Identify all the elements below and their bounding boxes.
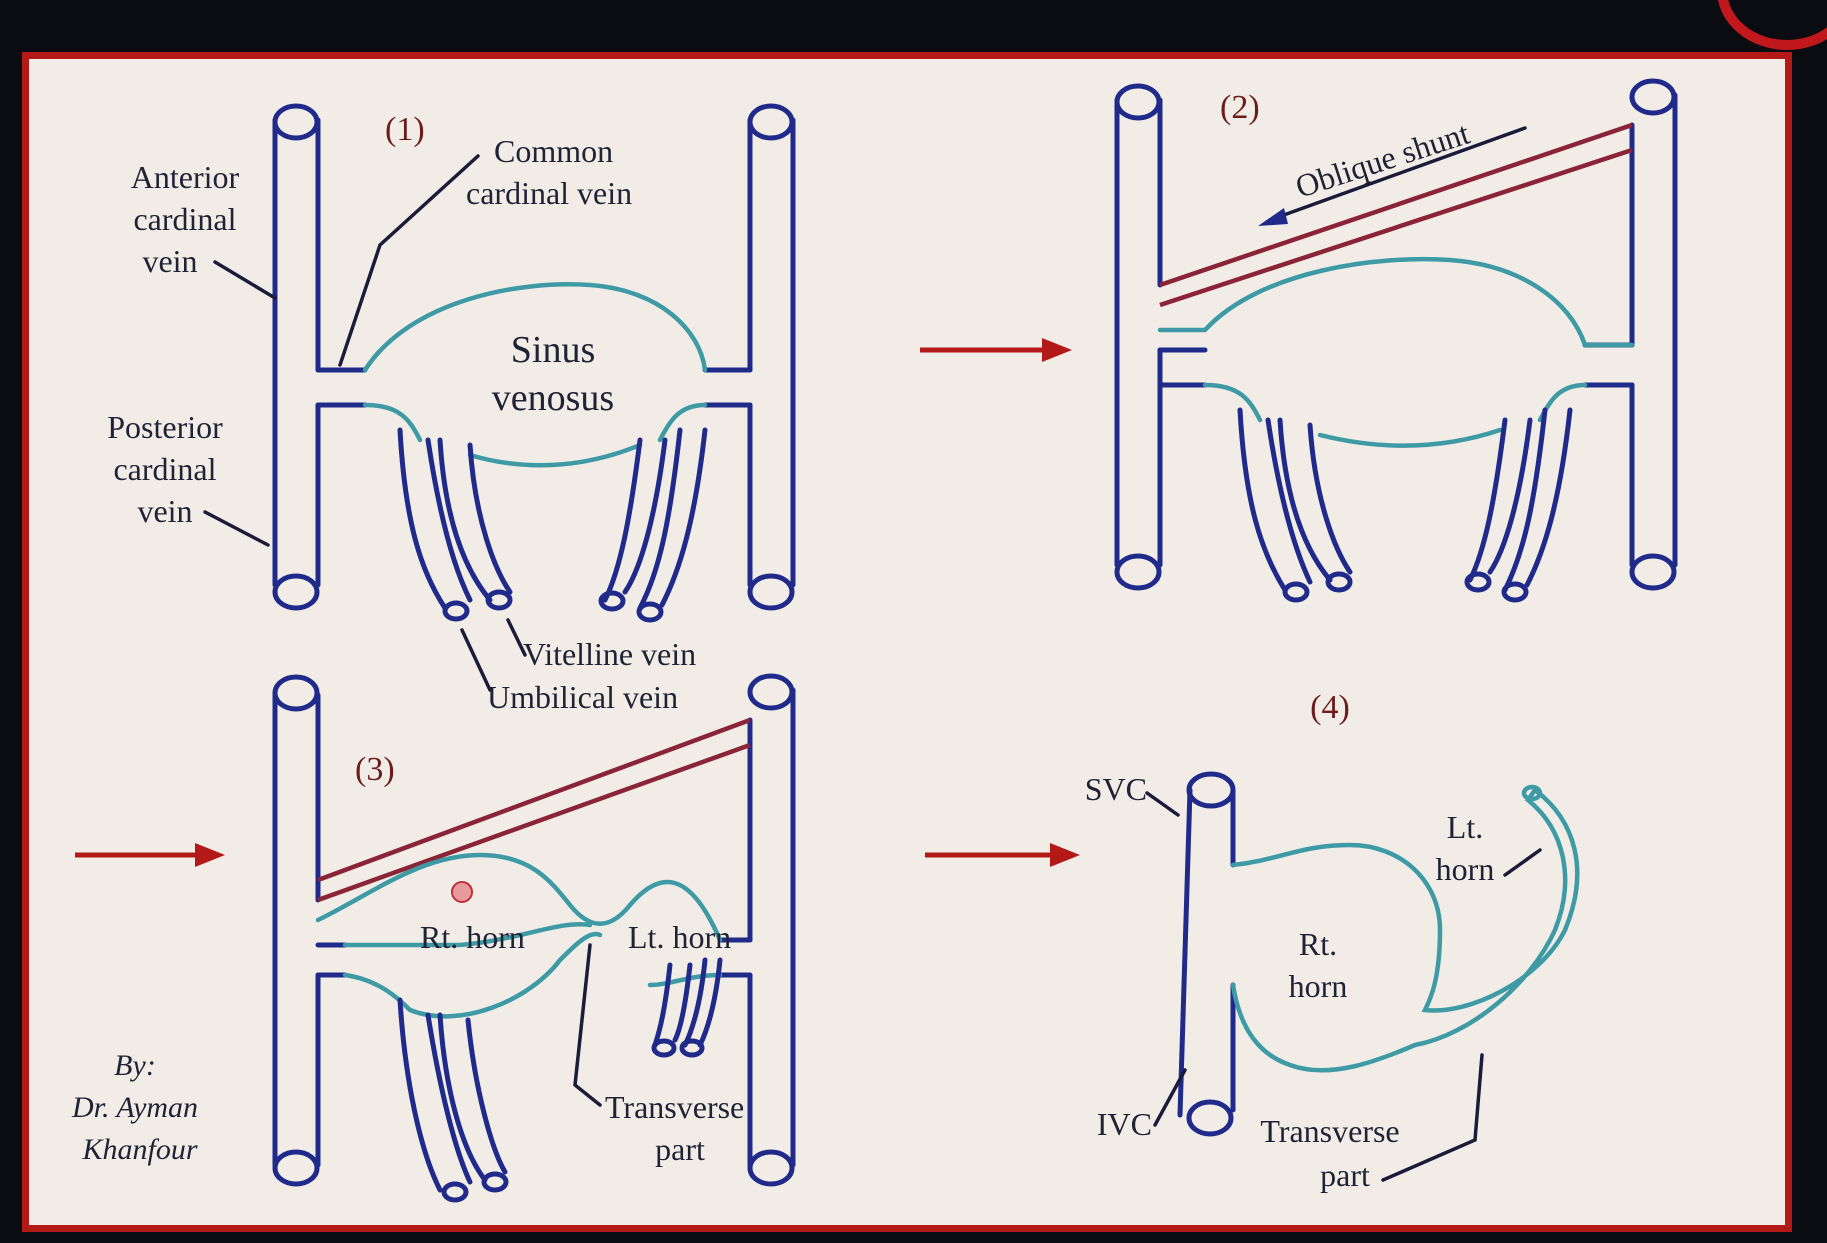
right-cardinal-vein-p3 <box>750 690 793 1165</box>
panel-4-number: (4) <box>1310 689 1350 726</box>
right-cardinal-vein-p1 <box>750 120 793 585</box>
umbilical-vein-left-p3 <box>400 1000 470 1190</box>
posterior-cardinal-label-1: Posterior <box>107 409 223 445</box>
sinus-venosus-label-2: venosus <box>492 377 614 419</box>
svc-ivc-trunk-p4 <box>1180 790 1233 1115</box>
vein-opening <box>750 106 792 138</box>
umbilical-vein-left-p1 <box>400 430 470 608</box>
svc-label: SVC <box>1085 771 1147 807</box>
ivc-label: IVC <box>1097 1106 1152 1142</box>
arrow-3-to-4 <box>925 843 1080 867</box>
rt-horn-label-p4-2: horn <box>1289 968 1348 1004</box>
vein-opening <box>1504 584 1526 600</box>
vein-opening <box>682 1041 702 1055</box>
oblique-shunt-arrowhead <box>1258 208 1288 226</box>
left-cardinal-vein-p1 <box>275 120 318 585</box>
vein-opening <box>275 677 317 709</box>
posterior-cardinal-label-2: cardinal <box>113 451 216 487</box>
vein-opening <box>1632 81 1674 113</box>
transverse-part-label-p3-2: part <box>655 1131 705 1167</box>
credit-line-3: Khanfour <box>81 1133 197 1166</box>
vein-opening <box>275 106 317 138</box>
anterior-cardinal-label-1: Anterior <box>131 159 240 195</box>
left-cardinal-vein-p3 <box>275 695 318 1165</box>
vein-opening <box>444 1184 466 1200</box>
pointer-dot <box>452 882 472 902</box>
lt-horn-label-p3: Lt. horn <box>628 919 731 955</box>
vein-opening <box>1117 556 1159 588</box>
vein-opening <box>750 576 792 608</box>
vein-opening <box>750 1152 792 1184</box>
arrow-1-to-2 <box>920 338 1072 362</box>
vitelline-vein-left-p3 <box>440 1015 505 1180</box>
panel-4: (4) SVC IVC Lt. horn Rt. horn Transverse… <box>1085 689 1577 1193</box>
left-cardinal-vein-p2 <box>1117 100 1160 565</box>
vitelline-vein-label: Vitelline vein <box>523 636 696 672</box>
panel-3: (3) Rt. horn Lt. horn Transverse part By… <box>71 676 793 1200</box>
ivc-opening <box>1189 1102 1231 1134</box>
common-cardinal-leader <box>340 156 478 365</box>
lt-horn-label-p4-2: horn <box>1436 851 1495 887</box>
umbilical-vein-left-p2 <box>1240 410 1310 590</box>
panel-3-number: (3) <box>355 751 395 788</box>
common-cardinal-label-2: cardinal vein <box>466 175 632 211</box>
oblique-shunt-p3 <box>318 720 750 900</box>
sinus-venosus-label-1: Sinus <box>511 329 595 371</box>
vein-opening <box>275 1152 317 1184</box>
vein-opening <box>484 1174 506 1190</box>
anterior-cardinal-label-2: cardinal <box>133 201 236 237</box>
posterior-cardinal-label-3: vein <box>137 493 192 529</box>
common-cardinal-stubs-p2 <box>1160 345 1632 385</box>
panel-1-number: (1) <box>385 111 425 148</box>
anterior-cardinal-leader <box>215 262 275 298</box>
svc-leader <box>1147 793 1178 815</box>
transverse-part-label-p4-2: part <box>1320 1157 1370 1193</box>
rt-horn-label-p4-1: Rt. <box>1299 926 1337 962</box>
umbilical-vein-label: Umbilical vein <box>487 679 678 715</box>
anterior-cardinal-label-3: vein <box>142 243 197 279</box>
vein-opening <box>1117 86 1159 118</box>
transverse-part-label-p4-1: Transverse <box>1260 1113 1399 1149</box>
lt-horn-leader-p4 <box>1505 850 1540 875</box>
umbilical-vein-leader <box>462 630 490 690</box>
sinus-upper-outline-p2 <box>1160 259 1632 345</box>
vein-opening <box>1285 584 1307 600</box>
transverse-part-leader-p3 <box>575 945 600 1105</box>
vein-opening <box>654 1041 674 1055</box>
rt-horn-label-p3: Rt. horn <box>420 919 525 955</box>
right-vitelline-umbilical-p3 <box>655 960 720 1045</box>
common-cardinal-label-1: Common <box>494 133 613 169</box>
posterior-cardinal-leader <box>205 512 268 545</box>
transverse-part-label-p3-1: Transverse <box>605 1089 744 1125</box>
vitelline-vein-left-p2 <box>1280 420 1350 580</box>
svc-opening <box>1189 774 1233 806</box>
vein-opening <box>445 603 467 619</box>
vein-opening <box>750 676 792 708</box>
credit-line-2: Dr. Ayman <box>71 1091 198 1124</box>
vein-opening <box>1632 556 1674 588</box>
panel-1: (1) Anterior cardinal vein Common cardin… <box>107 106 793 715</box>
lt-horn-label-p4-1: Lt. <box>1447 809 1483 845</box>
arrow-into-3 <box>75 843 225 867</box>
oblique-shunt-label: Oblique shunt <box>1291 115 1474 205</box>
panel-2: (2) Oblique shunt <box>1117 81 1675 600</box>
credit-line-1: By: <box>114 1049 156 1082</box>
right-cardinal-vein-p2 <box>1632 95 1675 565</box>
panel-2-number: (2) <box>1220 89 1260 126</box>
vein-opening <box>275 576 317 608</box>
vein-opening <box>639 604 661 620</box>
rt-horn-transverse-outline-p4 <box>1233 790 1577 1070</box>
